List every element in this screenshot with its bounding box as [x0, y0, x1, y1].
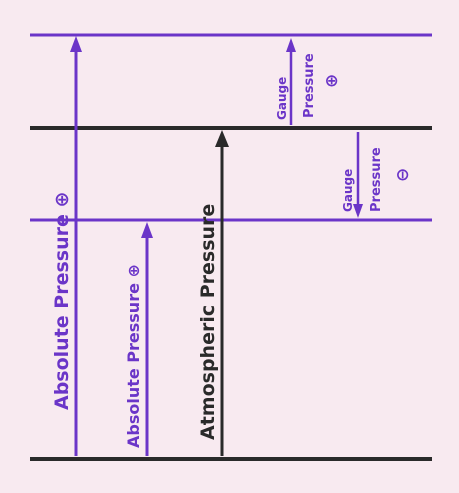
label-atmospheric-pressure: Atmospheric Pressure	[197, 204, 219, 440]
label-gauge-top-line2: Pressure	[302, 53, 317, 118]
label-gauge-bottom-line1: Gauge	[341, 169, 355, 212]
label-absolute-pressure-1: Absolute Pressure ⊕	[51, 192, 73, 410]
label-gauge-bottom-line2: Pressure	[369, 147, 384, 212]
absolute-pressure-arrowhead-1	[70, 36, 82, 52]
label-absolute-pressure-2: Absolute Pressure ⊕	[124, 264, 143, 448]
gauge-pressure-negative-arrowhead	[353, 204, 363, 218]
atmospheric-pressure-arrowhead	[215, 130, 229, 147]
label-gauge-top-line1: Gauge	[275, 77, 289, 120]
label-gauge-top-sign: ⊕	[322, 74, 342, 88]
absolute-pressure-arrowhead-2	[141, 222, 153, 238]
label-gauge-bottom-sign: ⊖	[393, 168, 413, 182]
gauge-pressure-positive-arrowhead	[286, 38, 296, 52]
